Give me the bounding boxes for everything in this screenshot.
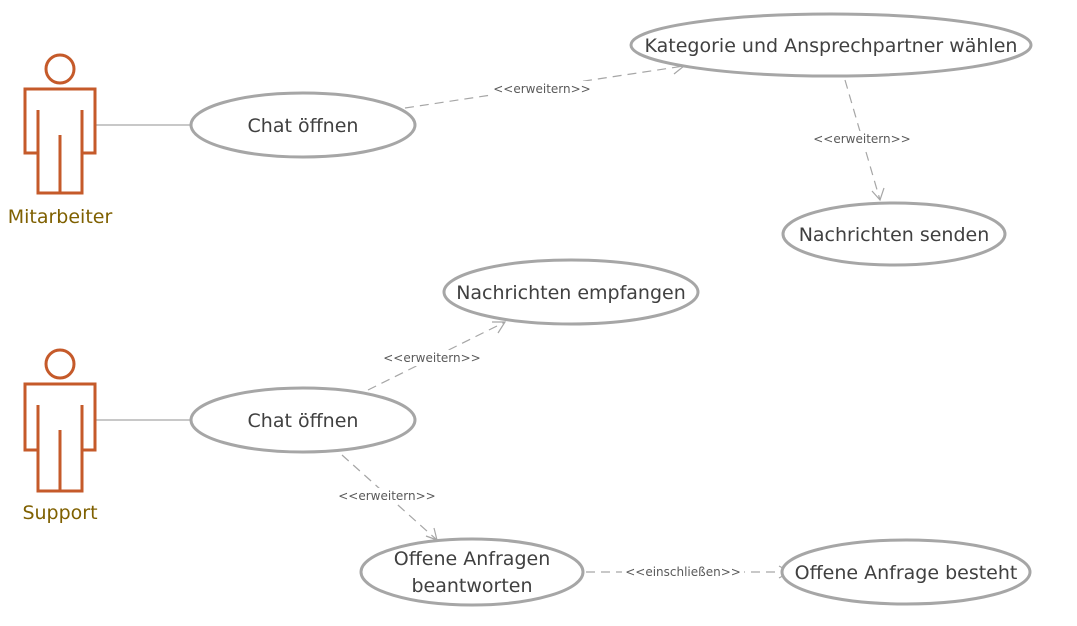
use-case-label: Kategorie und Ansprechpartner wählen (645, 35, 1018, 57)
actor-body-icon (23, 87, 97, 195)
actor-label-support: Support (22, 502, 97, 524)
stereotype-support-chat-to-empfangen: <<erweitern>> (383, 351, 480, 365)
use-case-label: Nachrichten senden (799, 224, 990, 246)
stereotype-kategorie-to-senden: <<erweitern>> (813, 132, 910, 146)
actor-label-mitarbeiter: Mitarbeiter (8, 206, 113, 228)
use-case-offene-anfrage-besteht: Offene Anfrage besteht (780, 538, 1032, 606)
use-case-nachrichten-empfangen: Nachrichten empfangen (442, 258, 700, 326)
use-case-chat-oeffnen-mitarbeiter: Chat öffnen (189, 91, 417, 159)
stereotype-chat-to-kategorie: <<erweitern>> (493, 82, 590, 96)
stereotype-anfragen-to-besteht: <<einschließen>> (625, 565, 741, 579)
actor-mitarbeiter: Mitarbeiter (8, 53, 113, 228)
use-case-label: Nachrichten empfangen (456, 282, 686, 304)
use-case-offene-anfragen-beantworten: Offene Anfragen beantworten (359, 537, 585, 607)
use-case-label-line1: Offene Anfragen (394, 548, 550, 570)
actor-head-icon (44, 53, 76, 85)
actor-head-icon (44, 348, 76, 380)
stereotype-support-chat-to-anfragen: <<erweitern>> (338, 489, 435, 503)
actor-support: Support (22, 348, 98, 524)
use-case-chat-oeffnen-support: Chat öffnen (189, 386, 417, 454)
use-case-kategorie-waehlen: Kategorie und Ansprechpartner wählen (629, 12, 1033, 78)
use-case-label: Offene Anfrage besteht (795, 562, 1018, 584)
use-case-nachrichten-senden: Nachrichten senden (781, 201, 1007, 267)
use-case-label: Chat öffnen (248, 115, 359, 137)
actor-body-icon (23, 382, 97, 493)
use-case-label: Chat öffnen (248, 410, 359, 432)
use-case-label-line2: beantworten (411, 575, 532, 597)
